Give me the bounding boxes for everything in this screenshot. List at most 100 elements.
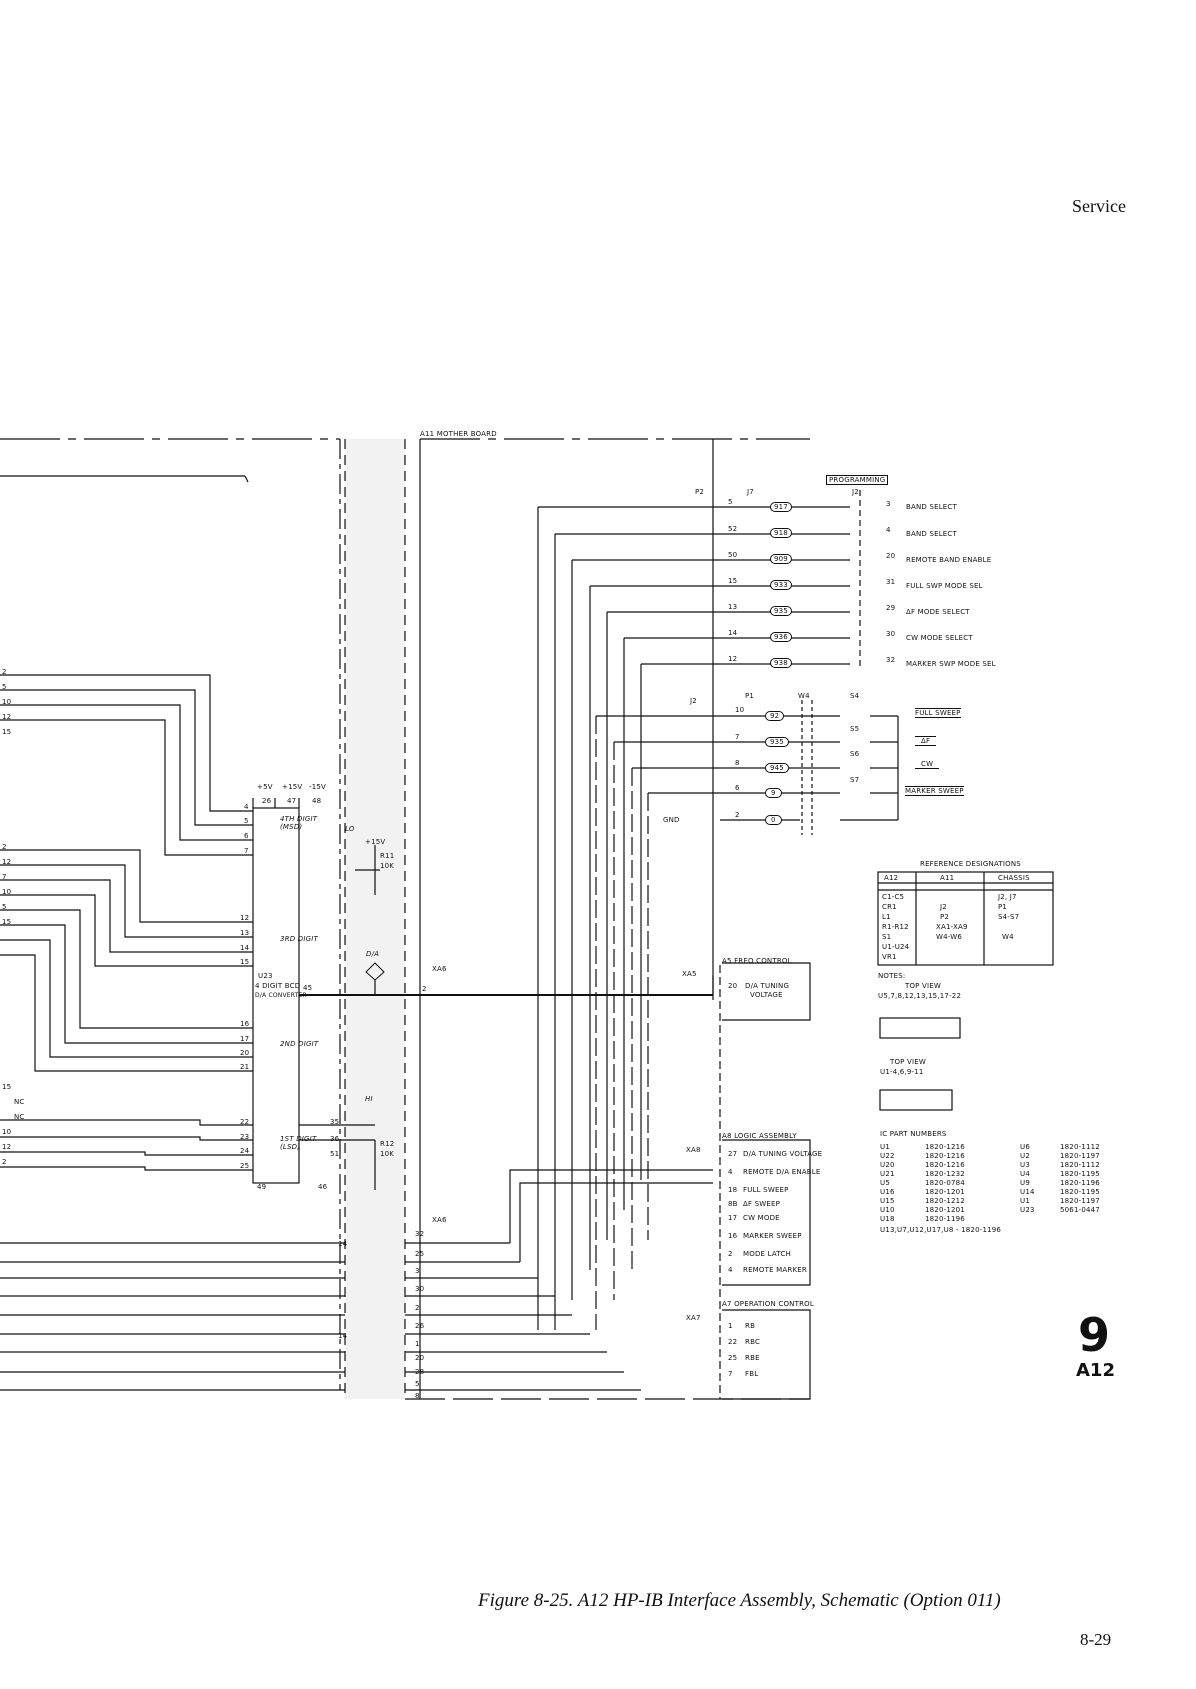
supply-label: +5V — [257, 783, 273, 791]
pot-symbols — [299, 845, 385, 1190]
prog-label: FULL SWP MODE SEL — [906, 582, 983, 590]
a7-row-label: RB — [745, 1322, 756, 1330]
ic-part: 1820-1196 — [1060, 1179, 1100, 1187]
u23-pin: 51 — [330, 1150, 340, 1158]
xa6-bus-pin: 8 — [415, 1392, 420, 1400]
a8-pin: 4 — [728, 1266, 733, 1274]
ic-part: 1820-1112 — [1060, 1143, 1100, 1151]
ic-ref: U16 — [880, 1188, 895, 1196]
prog-pin: 31 — [886, 578, 896, 586]
u23-pin-out: 45 — [303, 984, 313, 992]
s7-label: S7 — [850, 776, 860, 784]
xa6-bus-pin: 30 — [415, 1285, 425, 1293]
prog-left-pin: 50 — [728, 551, 738, 559]
freq-line1: D/A TUNING — [745, 982, 790, 990]
fragment-pin: 12 — [2, 1143, 12, 1151]
digit-label: 3RD DIGIT — [280, 935, 318, 943]
reference-table-lines — [877, 871, 1054, 966]
page-number: 8-29 — [1080, 1630, 1112, 1649]
ic-ref: U2 — [1020, 1152, 1030, 1160]
ic-ref: U5 — [880, 1179, 890, 1187]
prog-wire-circle: 918 — [770, 528, 792, 538]
switch-pin: 8 — [735, 759, 740, 767]
u23-pin: 36 — [330, 1135, 340, 1143]
fragment-pin: 10 — [2, 698, 12, 706]
switch-label: FULL SWEEP — [915, 708, 961, 718]
mother-board-label: A11 MOTHER BOARD — [420, 430, 497, 438]
ic-part: 1820-1197 — [1060, 1197, 1100, 1205]
reference-header: A12 — [884, 874, 899, 882]
fragment-pin: 5 — [2, 903, 7, 911]
ic-ref: U3 — [1020, 1161, 1030, 1169]
reference-header: A11 — [940, 874, 955, 882]
u23-pin: 23 — [240, 1133, 250, 1141]
prog-left-pin: 15 — [728, 577, 738, 585]
reference-cell: R1-R12 — [882, 923, 909, 931]
ic-parts-title: IC PART NUMBERS — [880, 1130, 947, 1138]
a8-pin: 8B — [728, 1200, 738, 1208]
switch-pin: 6 — [735, 784, 740, 792]
prog-pin: 30 — [886, 630, 896, 638]
switch-wire-circle: 935 — [765, 737, 789, 747]
fragment-pin: 2 — [2, 1158, 7, 1166]
a7-pin: 22 — [728, 1338, 738, 1346]
da-label: D/A — [366, 950, 380, 958]
bus-count: 14 — [338, 1240, 348, 1248]
u23-pin: 15 — [240, 958, 250, 966]
ic-ref: U4 — [1020, 1170, 1030, 1178]
digit-label: 2ND DIGIT — [280, 1040, 319, 1048]
fragment-pin: 7 — [2, 873, 7, 881]
reference-cell: CR1 — [882, 903, 897, 911]
prog-wire-circle: 909 — [770, 554, 792, 564]
fragment-pin: 15 — [2, 728, 12, 736]
prog-pin: 3 — [886, 500, 891, 508]
prog-wire-circle: 938 — [770, 658, 792, 668]
reference-cell: J2, J7 — [998, 893, 1017, 901]
notes-list: U5,7,8,12,13,15,17-22 — [878, 992, 962, 1000]
switch-wires — [595, 700, 899, 1330]
a8-pin: 2 — [728, 1250, 733, 1258]
notes-top-view: TOP VIEW — [890, 1058, 927, 1066]
hi-label: HI — [365, 1095, 373, 1103]
j2-switch-label: J2 — [690, 697, 697, 705]
xa6-bus-pin: 5 — [415, 1380, 420, 1388]
ic-ref: U6 — [1020, 1143, 1030, 1151]
xa6-bus-pin: 1 — [415, 1340, 420, 1348]
switch-wire-circle: 92 — [765, 711, 785, 721]
reference-cell: C1-C5 — [882, 893, 905, 901]
fragment-pin: 12 — [2, 713, 12, 721]
programming-title: PROGRAMMING — [826, 475, 889, 485]
reference-title: REFERENCE DESIGNATIONS — [920, 860, 1021, 868]
u23-desc: 4 DIGIT BCD — [255, 982, 301, 990]
reference-cell: P2 — [940, 913, 950, 921]
switch-pin: 7 — [735, 733, 740, 741]
a7-pin: 25 — [728, 1354, 738, 1362]
u23-pin: 5 — [244, 817, 249, 825]
prog-label: MARKER SWP MODE SEL — [906, 660, 996, 668]
a8-pin: 4 — [728, 1168, 733, 1176]
fragment-pin: NC — [14, 1113, 25, 1121]
reference-cell: W4 — [1002, 933, 1014, 941]
ic-part: 1820-0784 — [925, 1179, 965, 1187]
a8-row-label: MODE LATCH — [743, 1250, 791, 1258]
reference-cell: VR1 — [882, 953, 897, 961]
reference-cell: P1 — [998, 903, 1008, 911]
switch-label: CW — [915, 760, 940, 769]
ic-ref: U1 — [1020, 1197, 1030, 1205]
xa5-label: XA5 — [682, 970, 697, 978]
ic-part: 1820-1216 — [925, 1161, 965, 1169]
prog-label: ΔF MODE SELECT — [906, 608, 970, 616]
switch-label: ΔF — [915, 736, 937, 746]
u23-pin: 12 — [240, 914, 250, 922]
switch-pin: 2 — [735, 811, 740, 819]
a7-title: A7 OPERATION CONTROL — [722, 1300, 814, 1308]
lo-label: LO — [345, 825, 355, 833]
right-boxes — [719, 962, 811, 1400]
r11-label: R11 — [380, 852, 395, 860]
reference-cell: J2 — [940, 903, 947, 911]
ic-ref: U20 — [880, 1161, 895, 1169]
u23-pin: 7 — [244, 847, 249, 855]
p2-label: P2 — [695, 488, 705, 496]
a8-row-label: D/A TUNING VOLTAGE — [743, 1150, 823, 1158]
